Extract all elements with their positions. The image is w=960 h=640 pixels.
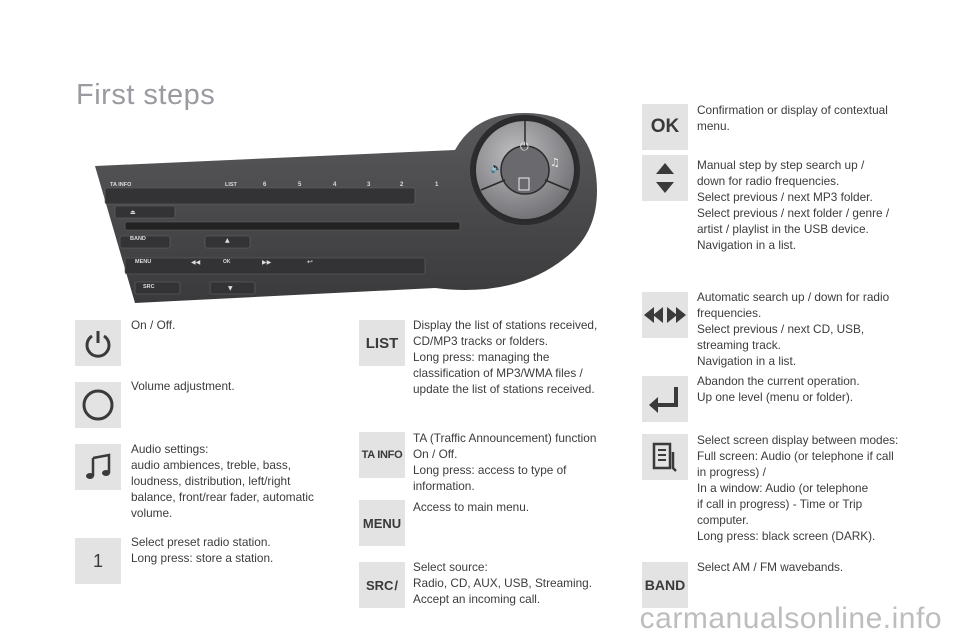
- src-slash-icon: /: [394, 577, 399, 593]
- panel-ta-info-label: TA INFO: [110, 182, 132, 188]
- screen-display-icon: [642, 434, 688, 480]
- panel-menu-label: MENU: [135, 259, 151, 265]
- watermark: carmanualsonline.info: [639, 602, 942, 635]
- seek-description: Automatic search up / down for radio fre…: [697, 290, 890, 368]
- power-icon: [75, 320, 121, 366]
- back-arrow-icon: [642, 376, 688, 422]
- music-note-icon: [75, 444, 121, 490]
- preset-number-icon: 1: [75, 538, 121, 584]
- updown-description: Manual step by step search up / down for…: [697, 158, 890, 252]
- svg-text:♫: ♫: [550, 156, 560, 169]
- audio-description: Audio settings: audio ambiences, treble,…: [131, 442, 314, 520]
- back-description: Abandon the current operation. Up one le…: [697, 374, 860, 404]
- preset-icon-label: 1: [92, 550, 103, 571]
- menu-icon: MENU: [359, 500, 405, 546]
- volume-knob-icon: [75, 382, 121, 428]
- ta-info-icon: TA INFO: [359, 432, 405, 478]
- panel-preset-2: 2: [400, 182, 404, 188]
- volume-description: Volume adjustment.: [131, 379, 235, 393]
- svg-text:🔈: 🔈: [490, 163, 502, 174]
- src-icon-label: SRC: [365, 577, 394, 593]
- list-icon: LIST: [359, 320, 405, 366]
- panel-preset-4: 4: [333, 182, 337, 188]
- panel-list-label: LIST: [225, 182, 238, 188]
- menu-description: Access to main menu.: [413, 500, 530, 514]
- radio-panel-illustration: ⏻ 🔈 ♫ TA INFO LIST 6 5 4 3 2 1 ⏏ BAND ▲ …: [95, 108, 615, 313]
- band-icon: BAND: [642, 562, 688, 608]
- screen-description: Select screen display between modes: Ful…: [697, 433, 899, 543]
- up-down-arrows-icon: [642, 155, 688, 201]
- panel-preset-5: 5: [298, 182, 302, 188]
- panel-preset-1: 1: [435, 182, 439, 188]
- ta-description: TA (Traffic Announcement) function On / …: [413, 431, 597, 493]
- src-description: Select source: Radio, CD, AUX, USB, Stre…: [413, 560, 592, 606]
- panel-back-icon: ↩: [307, 258, 313, 266]
- seek-arrows-icon: [642, 292, 688, 338]
- power-description: On / Off.: [131, 318, 176, 332]
- panel-ok-label: OK: [223, 259, 231, 265]
- panel-eject-icon: ⏏: [130, 209, 136, 216]
- menu-icon-label: MENU: [362, 515, 402, 531]
- panel-preset-3: 3: [367, 182, 371, 188]
- panel-src-label: SRC: [143, 284, 155, 290]
- ok-description: Confirmation or display of contextual me…: [697, 103, 888, 133]
- panel-preset-6: 6: [263, 182, 267, 188]
- list-icon-label: LIST: [365, 334, 399, 352]
- panel-down-icon: ▼: [228, 285, 233, 292]
- page-title: First steps: [76, 79, 216, 112]
- src-icon: SRC/: [359, 562, 405, 608]
- panel-rewind-icon: ◀◀: [191, 259, 201, 266]
- ok-icon: OK: [642, 104, 688, 150]
- panel-forward-icon: ▶▶: [262, 259, 272, 266]
- panel-up-icon: ▲: [225, 237, 230, 244]
- svg-text:⏻: ⏻: [520, 140, 529, 153]
- ok-icon-label: OK: [650, 116, 680, 137]
- band-icon-label: BAND: [644, 577, 686, 593]
- ta-info-icon-label: TA INFO: [361, 449, 403, 461]
- list-description: Display the list of stations received, C…: [413, 318, 598, 396]
- preset-description: Select preset radio station. Long press:…: [131, 535, 274, 565]
- panel-band-label: BAND: [130, 236, 146, 242]
- band-description: Select AM / FM wavebands.: [697, 560, 844, 574]
